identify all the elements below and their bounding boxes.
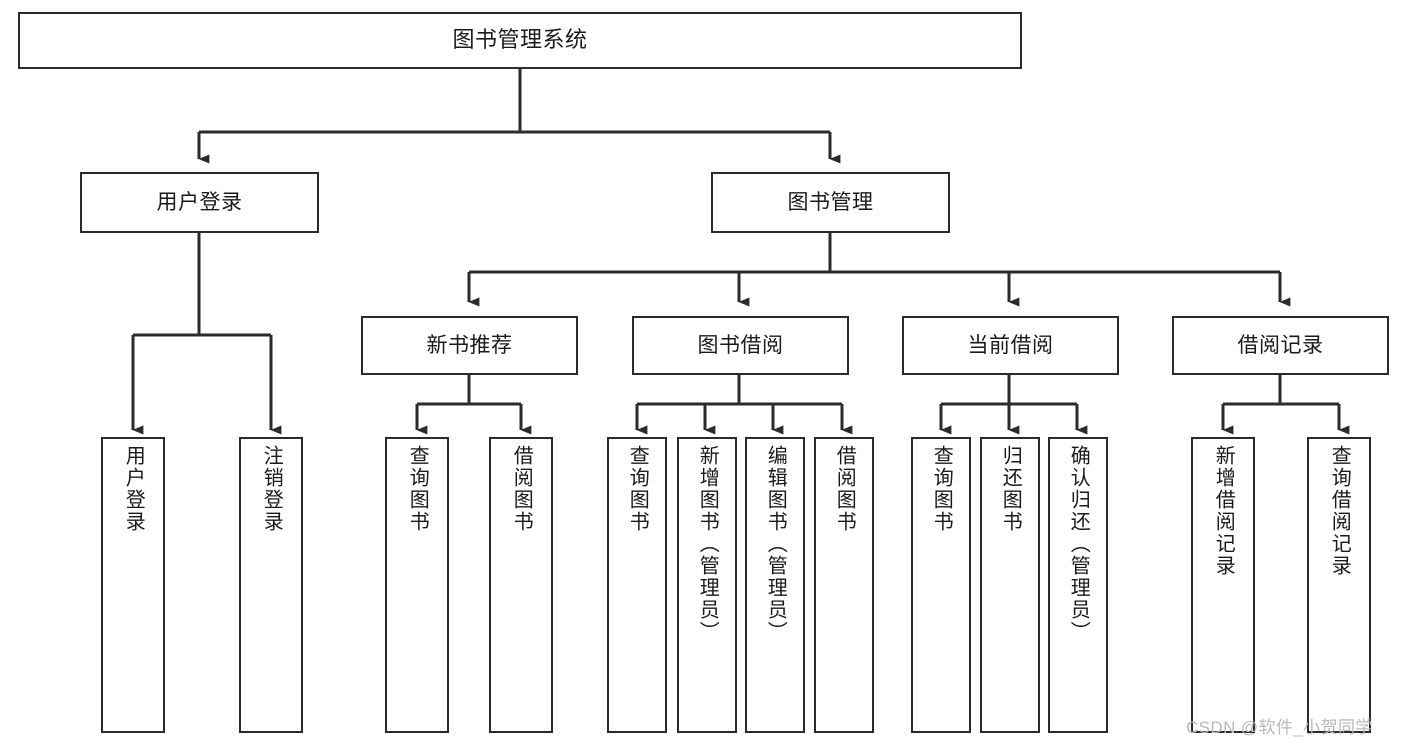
node-label: 查询图书 [406, 445, 429, 533]
node-new-book-recommend[interactable]: 新书推荐 [361, 316, 578, 375]
leaf-book-borrow-query-book[interactable]: 查询图书 [607, 437, 667, 733]
node-label: 图书借阅 [697, 333, 784, 357]
node-book-management[interactable]: 图书管理 [711, 172, 950, 233]
leaf-book-borrow-add-book-admin[interactable]: 新增图书（管理员） [677, 437, 737, 733]
node-label: 借阅记录 [1237, 333, 1324, 357]
node-book-borrow[interactable]: 图书借阅 [632, 316, 849, 375]
leaf-borrow-record-add-record[interactable]: 新增借阅记录 [1191, 437, 1255, 733]
node-label: 当前借阅 [967, 333, 1054, 357]
node-label: 用户登录 [122, 445, 145, 533]
node-current-borrow[interactable]: 当前借阅 [902, 316, 1119, 375]
leaf-user-login-signin[interactable]: 用户登录 [101, 437, 165, 733]
node-label: 查询图书 [930, 445, 953, 533]
node-borrow-record[interactable]: 借阅记录 [1172, 316, 1389, 375]
node-label: 归还图书 [999, 445, 1022, 533]
node-label: 新增图书（管理员） [696, 445, 719, 643]
node-user-login[interactable]: 用户登录 [80, 172, 319, 233]
node-label: 注销登录 [260, 445, 283, 533]
leaf-current-borrow-query-book[interactable]: 查询图书 [911, 437, 971, 733]
leaf-new-book-query-book[interactable]: 查询图书 [385, 437, 449, 733]
node-label: 查询借阅记录 [1328, 445, 1351, 577]
node-label: 图书管理 [787, 190, 874, 214]
node-label: 新书推荐 [426, 333, 513, 357]
node-root-library-management-system[interactable]: 图书管理系统 [18, 12, 1022, 69]
leaf-borrow-record-query-record[interactable]: 查询借阅记录 [1307, 437, 1371, 733]
node-label: 用户登录 [156, 190, 243, 214]
leaf-new-book-borrow-book[interactable]: 借阅图书 [489, 437, 553, 733]
node-label: 查询图书 [626, 445, 649, 533]
node-label: 确认归还（管理员） [1067, 445, 1090, 643]
node-label: 借阅图书 [833, 445, 856, 533]
node-label: 图书管理系统 [452, 27, 588, 53]
leaf-book-borrow-edit-book-admin[interactable]: 编辑图书（管理员） [745, 437, 805, 733]
leaf-current-borrow-return-book[interactable]: 归还图书 [980, 437, 1040, 733]
node-label: 借阅图书 [510, 445, 533, 533]
watermark-csdn: CSDN @软件_小贺同学 [1186, 718, 1373, 737]
leaf-user-login-signout[interactable]: 注销登录 [239, 437, 303, 733]
node-label: 新增借阅记录 [1212, 445, 1235, 577]
leaf-book-borrow-borrow-book[interactable]: 借阅图书 [814, 437, 874, 733]
node-label: 编辑图书（管理员） [764, 445, 787, 643]
leaf-current-borrow-confirm-return-admin[interactable]: 确认归还（管理员） [1048, 437, 1108, 733]
